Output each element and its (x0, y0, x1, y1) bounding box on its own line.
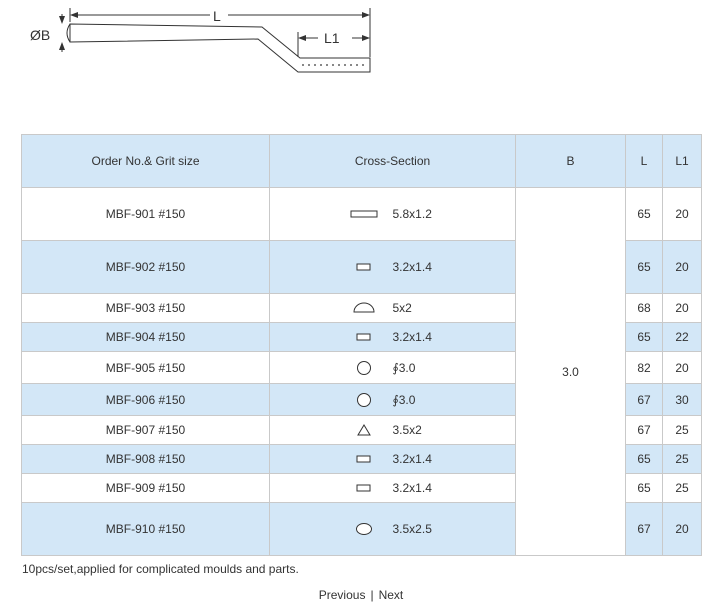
cross-section-cell: ∮3.0 (269, 351, 516, 384)
oval-icon (349, 522, 379, 536)
cross-section-cell: 5.8x1.2 (269, 187, 516, 241)
dimension-value: 3.2x1.4 (392, 481, 432, 495)
l1-cell: 20 (662, 293, 702, 323)
dimension-value: 5x2 (392, 301, 412, 315)
l-cell: 68 (625, 293, 663, 323)
header-order: Order No.& Grit size (21, 134, 270, 188)
l1-cell: 20 (662, 351, 702, 384)
dimension-value: 3.5x2 (392, 423, 422, 437)
l-cell: 82 (625, 351, 663, 384)
l1-cell: 25 (662, 415, 702, 445)
order-cell: MBF-903 #150 (21, 293, 270, 323)
l1-cell: 22 (662, 322, 702, 352)
order-cell: MBF-910 #150 (21, 502, 270, 556)
dimension-value: 3.2x1.4 (392, 452, 432, 466)
header-cross-section: Cross-Section (269, 134, 516, 188)
circle-icon (349, 360, 379, 376)
half-round-icon (349, 302, 379, 314)
l-cell: 65 (625, 322, 663, 352)
cross-section-cell: 3.2x1.4 (269, 444, 516, 474)
order-cell: MBF-909 #150 (21, 473, 270, 503)
cross-section-cell: 3.2x1.4 (269, 240, 516, 294)
small-rect-icon (349, 483, 379, 493)
header-l1: L1 (662, 134, 702, 188)
l-cell: 65 (625, 444, 663, 474)
l1-cell: 20 (662, 502, 702, 556)
header-l: L (625, 134, 663, 188)
order-cell: MBF-902 #150 (21, 240, 270, 294)
cross-section-cell: 3.2x1.4 (269, 322, 516, 352)
circle-icon (349, 392, 379, 408)
l1-cell: 25 (662, 444, 702, 474)
triangle-icon (349, 423, 379, 437)
label-tip-length: L1 (324, 30, 340, 46)
small-rect-icon (349, 262, 379, 272)
order-cell: MBF-908 #150 (21, 444, 270, 474)
order-cell: MBF-904 #150 (21, 322, 270, 352)
l-cell: 65 (625, 240, 663, 294)
pager: Previous | Next (0, 588, 722, 602)
label-length: L (213, 8, 221, 24)
dimension-value: 3.2x1.4 (392, 260, 432, 274)
pager-separator: | (370, 588, 374, 602)
order-cell: MBF-905 #150 (21, 351, 270, 384)
header-b: B (515, 134, 626, 188)
flat-rect-icon (349, 209, 379, 219)
small-rect-icon (349, 454, 379, 464)
l1-cell: 20 (662, 240, 702, 294)
l-cell: 67 (625, 383, 663, 416)
next-link[interactable]: Next (378, 588, 404, 602)
l1-cell: 30 (662, 383, 702, 416)
dimension-value: 5.8x1.2 (392, 207, 432, 221)
l-cell: 65 (625, 187, 663, 241)
l-cell: 67 (625, 502, 663, 556)
l1-cell: 20 (662, 187, 702, 241)
cross-section-cell: 5x2 (269, 293, 516, 323)
cross-section-cell: 3.2x1.4 (269, 473, 516, 503)
product-note: 10pcs/set,applied for complicated moulds… (22, 562, 299, 576)
cross-section-cell: 3.5x2 (269, 415, 516, 445)
dimension-value: 3.5x2.5 (392, 522, 432, 536)
spec-table: Order No.& Grit size Cross-Section B L L… (21, 134, 702, 556)
file-dimension-diagram: ØB L L1 (30, 6, 371, 73)
dimension-value: ∮3.0 (392, 392, 416, 407)
cross-section-cell: ∮3.0 (269, 383, 516, 416)
dimension-value: ∮3.0 (392, 360, 416, 375)
label-diameter: ØB (30, 27, 50, 43)
b-value-cell: 3.0 (515, 187, 626, 556)
order-cell: MBF-901 #150 (21, 187, 270, 241)
order-cell: MBF-907 #150 (21, 415, 270, 445)
l-cell: 65 (625, 473, 663, 503)
small-rect-icon (349, 332, 379, 342)
l-cell: 67 (625, 415, 663, 445)
dimension-value: 3.2x1.4 (392, 330, 432, 344)
l1-cell: 25 (662, 473, 702, 503)
cross-section-cell: 3.5x2.5 (269, 502, 516, 556)
previous-link[interactable]: Previous (318, 588, 366, 602)
order-cell: MBF-906 #150 (21, 383, 270, 416)
